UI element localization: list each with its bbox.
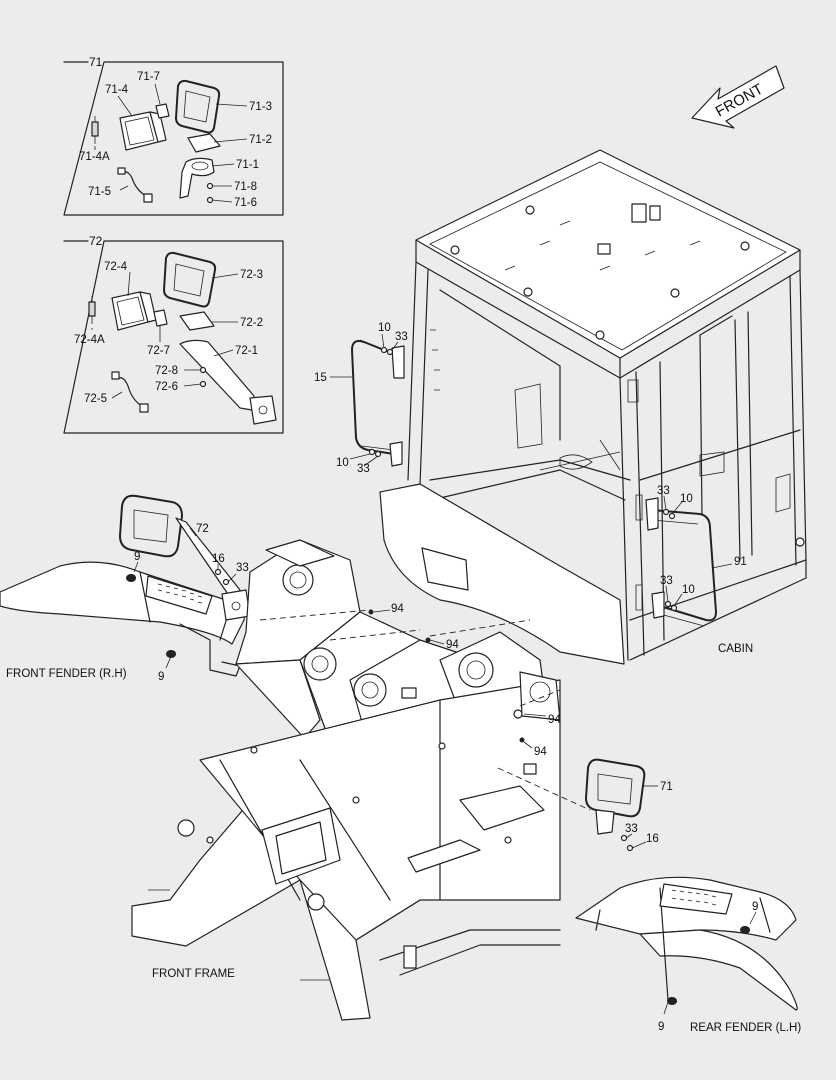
callout-94-d: 94 [534,746,547,758]
callout-71: 71 [660,781,673,793]
cabin-drawing: CABIN [379,149,807,665]
front-fender-rh-label: FRONT FENDER (R.H) [6,668,127,680]
label-71-6: 71-6 [234,197,257,209]
callout-9-upper-right: 9 [752,901,758,913]
label-72-4: 72-4 [104,261,128,273]
callout-94-b: 94 [446,639,459,651]
callout-33-right: 33 [625,823,638,835]
rear-fender-lh-label: REAR FENDER (L.H) [690,1022,801,1034]
callout-9-lower-left: 9 [158,671,164,683]
lamp-assembly-71: 71 33 16 [585,758,673,852]
callout-33-upper-right: 33 [657,485,670,497]
label-71-2: 71-2 [249,134,272,146]
label-72-7: 72-7 [147,345,170,357]
callout-33-upper-left: 33 [395,331,408,343]
callout-10-upper-right: 10 [680,493,693,505]
box-71-number: 71 [89,55,103,69]
label-71-5: 71-5 [88,186,111,198]
callout-9-lower-right: 9 [658,1021,664,1033]
label-72-1: 72-1 [235,345,258,357]
handrail-15: 15 10 33 10 33 [314,322,408,475]
front-frame-label: FRONT FRAME [152,968,235,980]
callout-10-lower-right: 10 [682,584,695,596]
rear-fender-lh: 9 9 REAR FENDER (L.H) [575,876,801,1034]
callout-91: 91 [734,556,747,568]
callout-94-c: 94 [548,714,561,726]
lamp-assembly-72: 72 16 33 [119,494,301,621]
front-fender-rh: 9 9 FRONT FENDER (R.H) [0,551,245,683]
callout-94-a: 94 [391,603,404,615]
callout-16-left: 16 [212,553,225,565]
detail-box-72: 72 72-4 72-3 [63,234,284,434]
callout-33-lower-left: 33 [357,463,370,475]
detail-box-71: 71 71-7 71-4 71-3 [63,55,284,216]
label-71-8: 71-8 [234,181,257,193]
box-72-number: 72 [89,234,103,248]
callout-33-lower-right: 33 [660,575,673,587]
label-71-7: 71-7 [137,71,160,83]
label-71-3: 71-3 [249,101,272,113]
label-72-6: 72-6 [155,381,178,393]
callout-72: 72 [196,523,209,535]
label-72-8: 72-8 [155,365,178,377]
front-direction-arrow: FRONT [691,65,785,129]
cabin-label: CABIN [718,643,753,655]
label-72-5: 72-5 [84,393,107,405]
label-71-1: 71-1 [236,159,259,171]
callout-16-right: 16 [646,833,659,845]
callout-10-upper-left: 10 [378,322,391,334]
callout-15: 15 [314,372,327,384]
callout-10-lower-left: 10 [336,457,349,469]
label-71-4a: 71-4A [79,151,110,163]
front-frame-drawing: 94 94 94 94 FRONT FRAME [131,539,591,1021]
callout-9-upper-left: 9 [134,551,140,563]
label-72-3: 72-3 [240,269,263,281]
label-72-2: 72-2 [240,317,263,329]
label-71-4: 71-4 [105,84,129,96]
callout-33-left: 33 [236,562,249,574]
handrail-91: 33 10 91 33 10 [645,485,747,627]
label-72-4a: 72-4A [74,334,105,346]
